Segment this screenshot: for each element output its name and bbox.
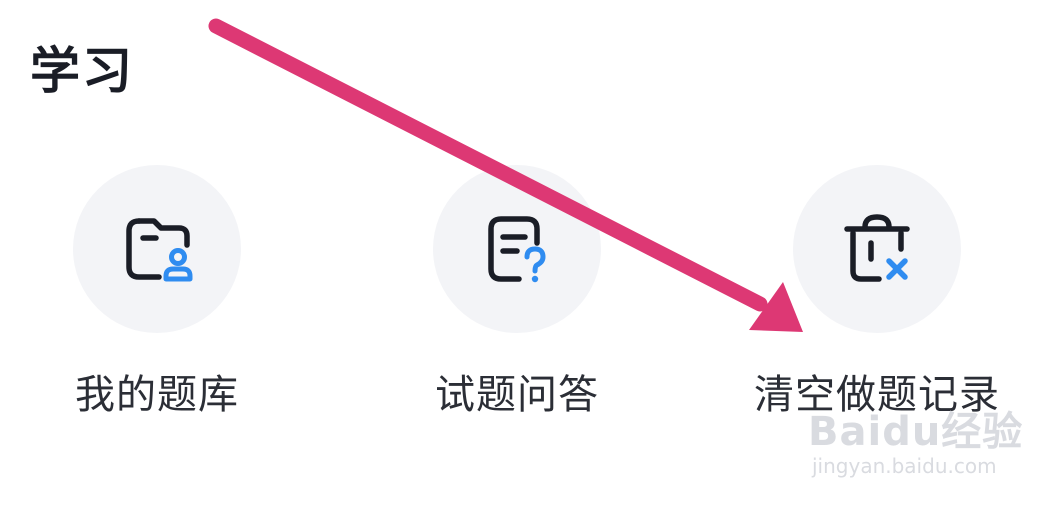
baidu-jingyan-watermark: Baidu经验 jingyan.baidu.com [808,412,1048,476]
section-title: 学习 [30,42,134,100]
question-qa-button[interactable]: 试题问答 [387,165,647,417]
question-document-icon [488,216,546,283]
my-question-bank-icon-circle[interactable] [73,165,241,333]
clear-records-button[interactable]: 清空做题记录 [747,165,1007,417]
folder-user-icon [126,218,193,282]
question-qa-label: 试题问答 [435,372,599,418]
my-question-bank-button[interactable]: 我的题库 [27,165,287,417]
clear-records-label: 清空做题记录 [754,372,1000,418]
watermark-brand: Baidu经验 [808,409,1024,455]
question-qa-icon-circle[interactable] [433,165,601,333]
my-question-bank-label: 我的题库 [75,372,239,418]
watermark-site: jingyan.baidu.com [812,454,997,478]
clear-records-icon-circle[interactable] [793,165,961,333]
clear-trash-icon [844,214,910,282]
